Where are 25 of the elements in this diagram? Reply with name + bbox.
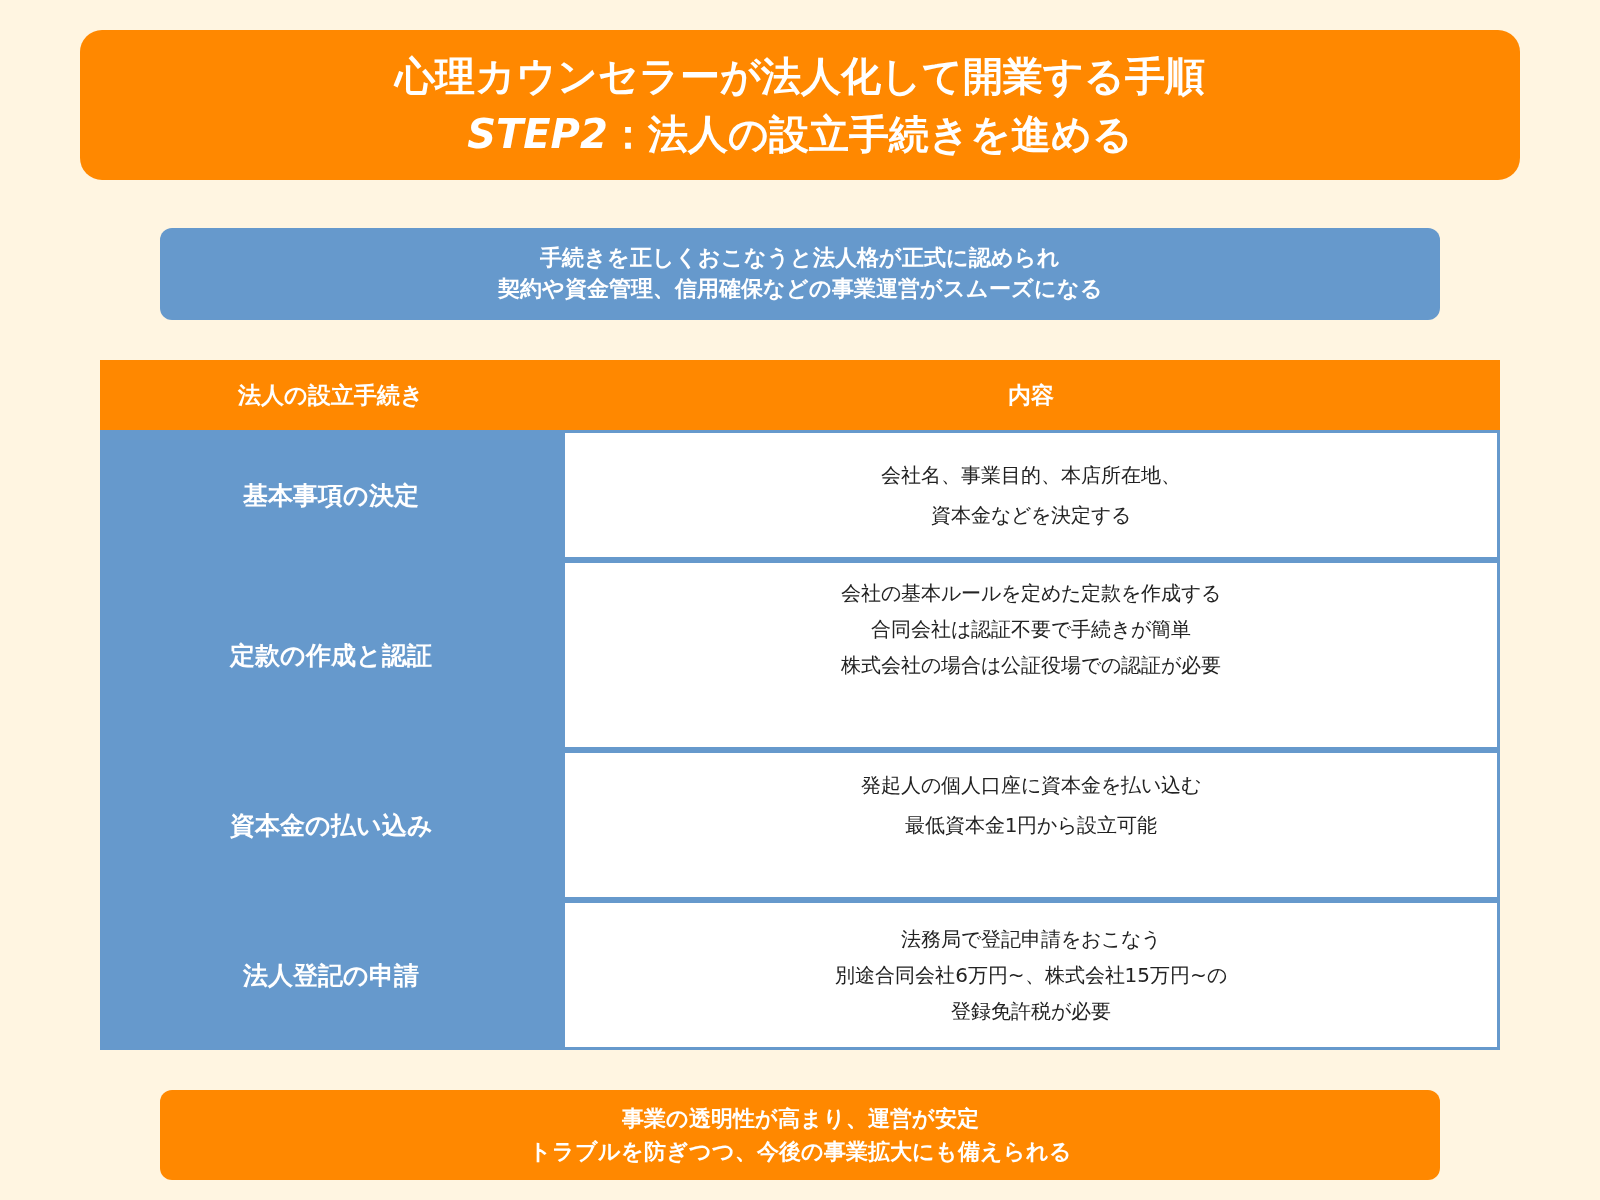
- cell-text: 株式会社の場合は公証役場での認証が必要: [841, 652, 1221, 679]
- header-cell: 内容: [562, 360, 1500, 430]
- summary-text: 手続きを正しくおこなうと法人格が正式に認められ: [540, 244, 1060, 273]
- row-label: 資本金の払い込み: [228, 809, 434, 842]
- cell-text: 会社名、事業目的、本店所在地、: [881, 462, 1181, 489]
- cell-text: 別途合同会社6万円~、株式会社15万円~の: [835, 962, 1227, 989]
- summary-text: 契約や資金管理、信用確保などの事業運営がスムーズになる: [497, 275, 1103, 303]
- title-banner: [80, 30, 1520, 180]
- row-label: 基本事項の決定: [242, 479, 420, 512]
- cell-text: 最低資本金1円から設立可能: [904, 812, 1158, 839]
- result-text: トラブルを防ぎつつ、今後の事業拡大にも備えられる: [528, 1138, 1072, 1166]
- title-text: STEP2：法人の設立手続きを進める: [467, 110, 1133, 159]
- cell-text: 登録免許税が必要: [951, 998, 1111, 1025]
- title-text: 心理カウンセラーが法人化して開業する手順: [395, 52, 1205, 101]
- header-cell: 法人の設立手続き: [100, 360, 562, 430]
- row-label: 法人登記の申請: [242, 959, 420, 992]
- summary-box: [160, 228, 1440, 320]
- result-box: [160, 1090, 1440, 1180]
- row-label: 定款の作成と認証: [228, 639, 433, 672]
- cell-text: 法務局で登記申請をおこなう: [901, 926, 1161, 953]
- cell-text: 合同会社は認証不要で手続きが簡単: [871, 616, 1191, 643]
- result-text: 事業の透明性が高まり、運営が安定: [621, 1105, 979, 1133]
- cell-text: 資本金などを決定する: [931, 502, 1131, 529]
- cell-text: 会社の基本ルールを定めた定款を作成する: [841, 580, 1221, 607]
- cell-text: 発起人の個人口座に資本金を払い込む: [861, 772, 1201, 799]
